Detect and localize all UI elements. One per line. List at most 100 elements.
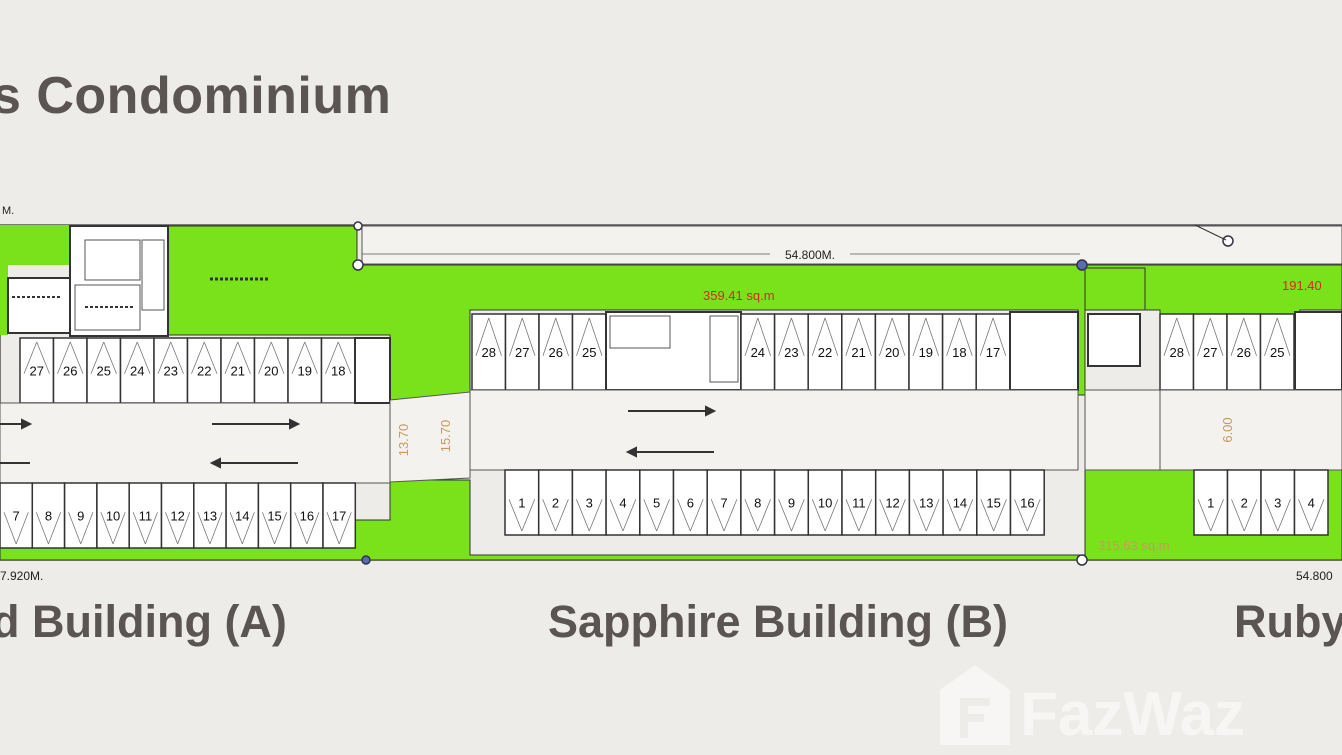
unit-20: 20 xyxy=(874,313,910,391)
building-c-bottom-units: 1 2 3 4 xyxy=(1193,469,1329,536)
building-a-top-units: 27 26 25 24 23 22 21 20 19 18 xyxy=(19,337,356,404)
unit-number: 25 xyxy=(582,345,596,360)
building-a-label: d Building (A) xyxy=(0,596,287,647)
unit-number: 21 xyxy=(231,364,245,379)
unit-number: 18 xyxy=(331,364,345,379)
building-a-stair xyxy=(354,337,391,404)
site-outline xyxy=(0,224,1342,561)
unit-14: 14 xyxy=(225,482,260,549)
unit-8: 8 xyxy=(31,482,66,549)
unit-24: 24 xyxy=(119,337,155,404)
unit-number: 4 xyxy=(619,496,626,511)
top-left-dimension: M. xyxy=(2,205,14,217)
unit-number: 16 xyxy=(300,509,314,524)
unit-14: 14 xyxy=(942,469,978,536)
unit-22: 22 xyxy=(186,337,222,404)
bottom-right-dimension: 54.800 xyxy=(1296,569,1333,583)
fazwaz-logo-icon xyxy=(940,665,1010,745)
traffic-arrows xyxy=(0,405,717,469)
unit-number: 27 xyxy=(515,345,529,360)
unit-number: 19 xyxy=(919,345,933,360)
unit-18: 18 xyxy=(320,337,356,404)
unit-12: 12 xyxy=(874,469,911,536)
area-label-b: 359.41 sq.m xyxy=(703,288,775,303)
unit-number: 7 xyxy=(720,496,727,511)
unit-number: 19 xyxy=(298,364,312,379)
unit-number: 26 xyxy=(63,364,77,379)
unit-number: 14 xyxy=(953,496,967,511)
unit-16: 16 xyxy=(1009,469,1045,536)
unit-2: 2 xyxy=(537,469,574,536)
unit-number: 14 xyxy=(235,509,249,524)
unit-number: 4 xyxy=(1308,496,1315,511)
unit-11: 11 xyxy=(841,469,877,536)
building-b-stair xyxy=(1009,311,1079,391)
unit-number: 9 xyxy=(788,496,795,511)
unit-number: 23 xyxy=(164,364,178,379)
unit-8: 8 xyxy=(740,469,776,536)
unit-21: 21 xyxy=(841,313,877,391)
unit-19: 19 xyxy=(287,337,323,404)
unit-10: 10 xyxy=(807,469,843,536)
unit-23: 23 xyxy=(153,337,189,404)
unit-number: 22 xyxy=(818,345,832,360)
fazwaz-wordmark: FazWaz xyxy=(1020,680,1245,749)
unit-4: 4 xyxy=(605,469,641,536)
building-c-core xyxy=(1294,311,1342,391)
unit-17: 17 xyxy=(322,482,357,549)
unit-number: 13 xyxy=(919,496,933,511)
unit-19: 19 xyxy=(908,313,944,391)
unit-number: 23 xyxy=(784,345,798,360)
unit-27: 27 xyxy=(504,313,540,391)
unit-number: 28 xyxy=(482,345,496,360)
unit-26: 26 xyxy=(52,337,88,404)
unit-3: 3 xyxy=(571,469,607,536)
unit-5: 5 xyxy=(639,469,675,536)
unit-15: 15 xyxy=(976,469,1012,536)
unit-number: 3 xyxy=(1274,496,1281,511)
unit-number: 20 xyxy=(885,345,899,360)
unit-number: 27 xyxy=(30,364,44,379)
page-title: s Condominium xyxy=(0,67,392,125)
unit-number: 1 xyxy=(518,496,525,511)
unit-number: 3 xyxy=(586,496,593,511)
unit-number: 2 xyxy=(552,496,559,511)
unit-13: 13 xyxy=(193,482,227,549)
area-label-c: 191.40 xyxy=(1282,278,1322,293)
unit-9: 9 xyxy=(63,482,98,549)
unit-number: 11 xyxy=(852,496,866,511)
area-label-bottom: 315.63 sq.m xyxy=(1098,538,1170,553)
building-a-corridor xyxy=(0,402,391,484)
building-b-corridor xyxy=(469,389,1079,471)
unit-number: 27 xyxy=(1203,345,1217,360)
unit-28: 28 xyxy=(1159,313,1195,391)
unit-number: 25 xyxy=(97,364,111,379)
unit-25: 25 xyxy=(571,313,607,391)
unit-number: 2 xyxy=(1241,496,1248,511)
unit-number: 8 xyxy=(45,509,52,524)
unit-number: 1 xyxy=(1207,496,1214,511)
building-b-label: Sapphire Building (B) xyxy=(548,596,1008,647)
unit-number: 7 xyxy=(13,509,20,524)
unit-7: 7 xyxy=(0,482,34,549)
unit-27: 27 xyxy=(19,337,55,404)
unit-15: 15 xyxy=(257,482,292,549)
unit-23: 23 xyxy=(773,313,809,391)
unit-26: 26 xyxy=(1226,313,1262,391)
unit-13: 13 xyxy=(908,469,944,536)
unit-number: 20 xyxy=(264,364,278,379)
building-c-label: Ruby xyxy=(1234,596,1342,647)
unit-6: 6 xyxy=(672,469,708,536)
unit-number: 11 xyxy=(139,509,153,524)
unit-number: 13 xyxy=(203,509,217,524)
unit-number: 22 xyxy=(197,364,211,379)
unit-4: 4 xyxy=(1293,469,1329,536)
unit-7: 7 xyxy=(706,469,742,536)
unit-22: 22 xyxy=(807,313,843,391)
unit-number: 6 xyxy=(687,496,694,511)
